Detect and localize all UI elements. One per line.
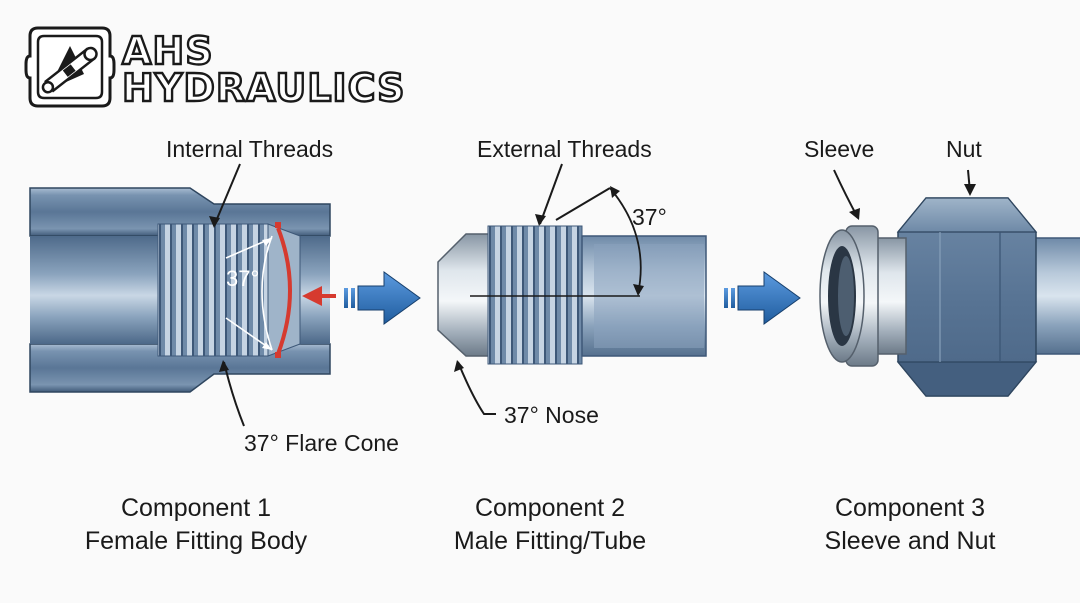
external-threads-leader bbox=[539, 163, 563, 225]
component-3-caption: Component 3 Sleeve and Nut bbox=[790, 492, 1030, 558]
logo-line1: AHS bbox=[121, 29, 214, 73]
nut-label: Nut bbox=[946, 136, 982, 162]
assembly-arrow-1 bbox=[344, 271, 421, 325]
male-angle-arc bbox=[609, 187, 642, 295]
flare-cone-label: 37° Flare Cone bbox=[244, 430, 399, 456]
component-2-title: Component 2 bbox=[474, 494, 626, 522]
component-1-title: Component 1 bbox=[120, 494, 272, 522]
female-fitting-body bbox=[29, 163, 336, 427]
female-angle-arc bbox=[261, 235, 273, 351]
sleeve-label: Sleeve bbox=[804, 136, 875, 162]
component-1-subtitle: Female Fitting Body bbox=[84, 527, 308, 555]
nose-label: 37° Nose bbox=[504, 402, 599, 428]
male-angle-label: 37° bbox=[632, 204, 667, 230]
tube-stub bbox=[1029, 237, 1080, 355]
hydraulic-cylinder-logo-icon bbox=[24, 26, 116, 108]
flare-cone-red-outline bbox=[276, 227, 292, 355]
assembly-arrow-2 bbox=[724, 271, 801, 325]
flare-cone-seat bbox=[267, 223, 301, 357]
female-angle-label: 37° bbox=[226, 266, 260, 291]
flare-cone-red-marker-bottom bbox=[275, 352, 281, 358]
external-threads-label: External Threads bbox=[477, 136, 652, 162]
flare-cone-red-marker-top bbox=[275, 222, 281, 228]
component-2-caption: Component 2 Male Fitting/Tube bbox=[420, 492, 680, 558]
external-thread-band bbox=[487, 225, 583, 365]
nose-leader bbox=[457, 361, 496, 415]
male-nose-cone bbox=[437, 233, 493, 357]
component-3-title: Component 3 bbox=[834, 494, 986, 522]
component-1-caption: Component 1 Female Fitting Body bbox=[56, 492, 336, 558]
sleeve-and-nut bbox=[819, 169, 1080, 397]
internal-threads-leader bbox=[213, 163, 241, 227]
component-3-subtitle: Sleeve and Nut bbox=[824, 527, 996, 555]
logo-line2: HYDRAULICS bbox=[121, 66, 406, 110]
male-fitting-tube bbox=[437, 163, 707, 415]
internal-threads-label: Internal Threads bbox=[166, 136, 334, 162]
flare-red-pointer-arrow bbox=[302, 286, 322, 306]
component-2-subtitle: Male Fitting/Tube bbox=[453, 527, 647, 555]
